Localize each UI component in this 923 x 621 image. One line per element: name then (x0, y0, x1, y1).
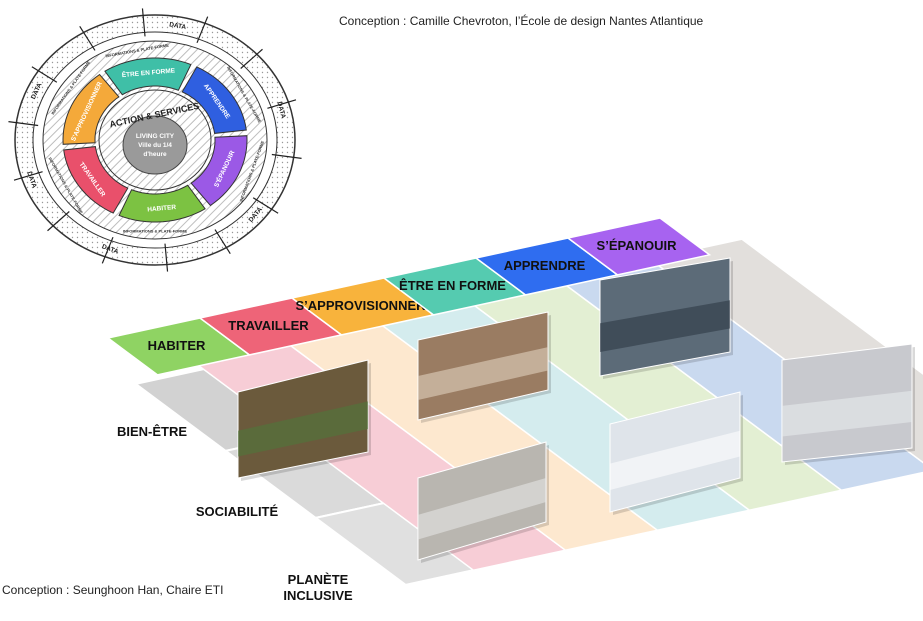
column-header-label: HABITER (148, 338, 206, 353)
wheel-tick (240, 48, 263, 69)
wheel-segment (118, 184, 206, 223)
wheel-tick (79, 26, 96, 51)
service-wheel: ÊTRE EN FORMEAPPRENDRES'ÉPANOUIRHABITERT… (8, 8, 302, 272)
wheel-segment (190, 135, 248, 207)
wheel-tick (252, 197, 279, 214)
wheel-tick (141, 8, 146, 37)
column-header-label: ÊTRE EN FORME (399, 278, 506, 293)
photo-medical-form (609, 391, 743, 515)
photo-house-keys (237, 359, 371, 481)
photo-detail (600, 300, 730, 352)
wheel-tick (47, 211, 70, 232)
wheel-center (122, 115, 188, 175)
photo-detail (238, 401, 368, 457)
column-header-label: TRAVAILLER (228, 318, 309, 333)
wheel-tick (8, 121, 39, 127)
column-header-label: S’APPROVISIONNER (295, 298, 426, 313)
wheel-segment (181, 66, 247, 134)
wheel-segment (63, 146, 129, 214)
photo-family-kitchen (417, 311, 551, 423)
photo-office-team (417, 441, 549, 563)
photo-detail (610, 430, 740, 490)
row-label: INCLUSIVE (283, 588, 353, 603)
wheel-tick (164, 243, 169, 272)
wheel-tick (101, 236, 114, 264)
wheel-segment (62, 73, 120, 145)
wheel-segments: ÊTRE EN FORMEAPPRENDRES'ÉPANOUIRHABITERT… (62, 57, 248, 223)
credit-bottom: Conception : Seunghoon Han, Chaire ETI (2, 583, 224, 597)
column-headers: HABITER TRAVAILLER S’APPROVISIONNER ÊTRE EN… (106, 217, 712, 376)
credit-top: Conception : Camille Chevroton, l’École … (339, 14, 704, 28)
photo-detail (782, 390, 912, 437)
column-header (566, 217, 712, 276)
row-label: SOCIABILITÉ (196, 504, 279, 519)
wheel-info-label: INFORMATIONS & PLATE-FORME (123, 229, 188, 234)
row-label: PLANÈTE (288, 572, 349, 587)
wheel-ticks (8, 8, 302, 272)
wheel-center-line-3: d'heure (143, 151, 167, 158)
photo-yoga-class (781, 343, 915, 465)
wheel-tick (267, 99, 297, 109)
photo-classroom (599, 257, 733, 379)
photo-detail (418, 347, 548, 400)
column-header-label: APPRENDRE (504, 258, 586, 273)
wheel-center-line-2: Ville du 1/4 (138, 142, 172, 149)
photo-detail (418, 478, 546, 540)
wheel-segment (104, 57, 192, 96)
photo-layer (237, 257, 915, 563)
matrix-grid: HABITER TRAVAILLER S’APPROVISIONNER ÊTRE EN… (106, 217, 923, 603)
wheel-tick (31, 66, 58, 83)
wheel-tick (196, 16, 209, 44)
column-header-label: S’ÉPANOUIR (597, 238, 678, 253)
wheel-segment-label: HABITER (147, 204, 177, 214)
wheel-data-label: DATA (169, 21, 187, 31)
wheel-tick (214, 229, 231, 254)
wheel-tick (271, 153, 302, 159)
wheel-tick (13, 171, 43, 181)
wheel-center-line-1: LIVING CITY (136, 133, 175, 140)
wheel-data-label: DATA (275, 101, 286, 120)
row-label: BIEN-ÊTRE (117, 424, 187, 439)
